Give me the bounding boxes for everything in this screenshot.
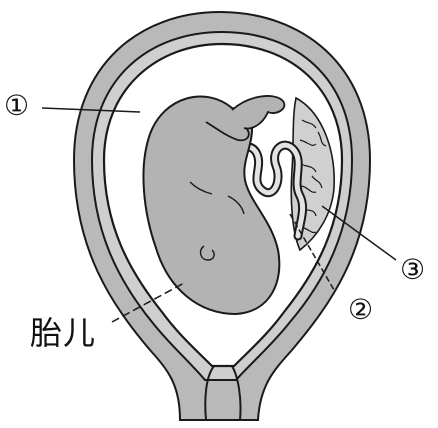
- fetus-label: 胎儿: [30, 317, 96, 349]
- label-3: ③: [400, 256, 425, 284]
- label-1: ①: [4, 92, 29, 120]
- label-2: ②: [348, 296, 373, 324]
